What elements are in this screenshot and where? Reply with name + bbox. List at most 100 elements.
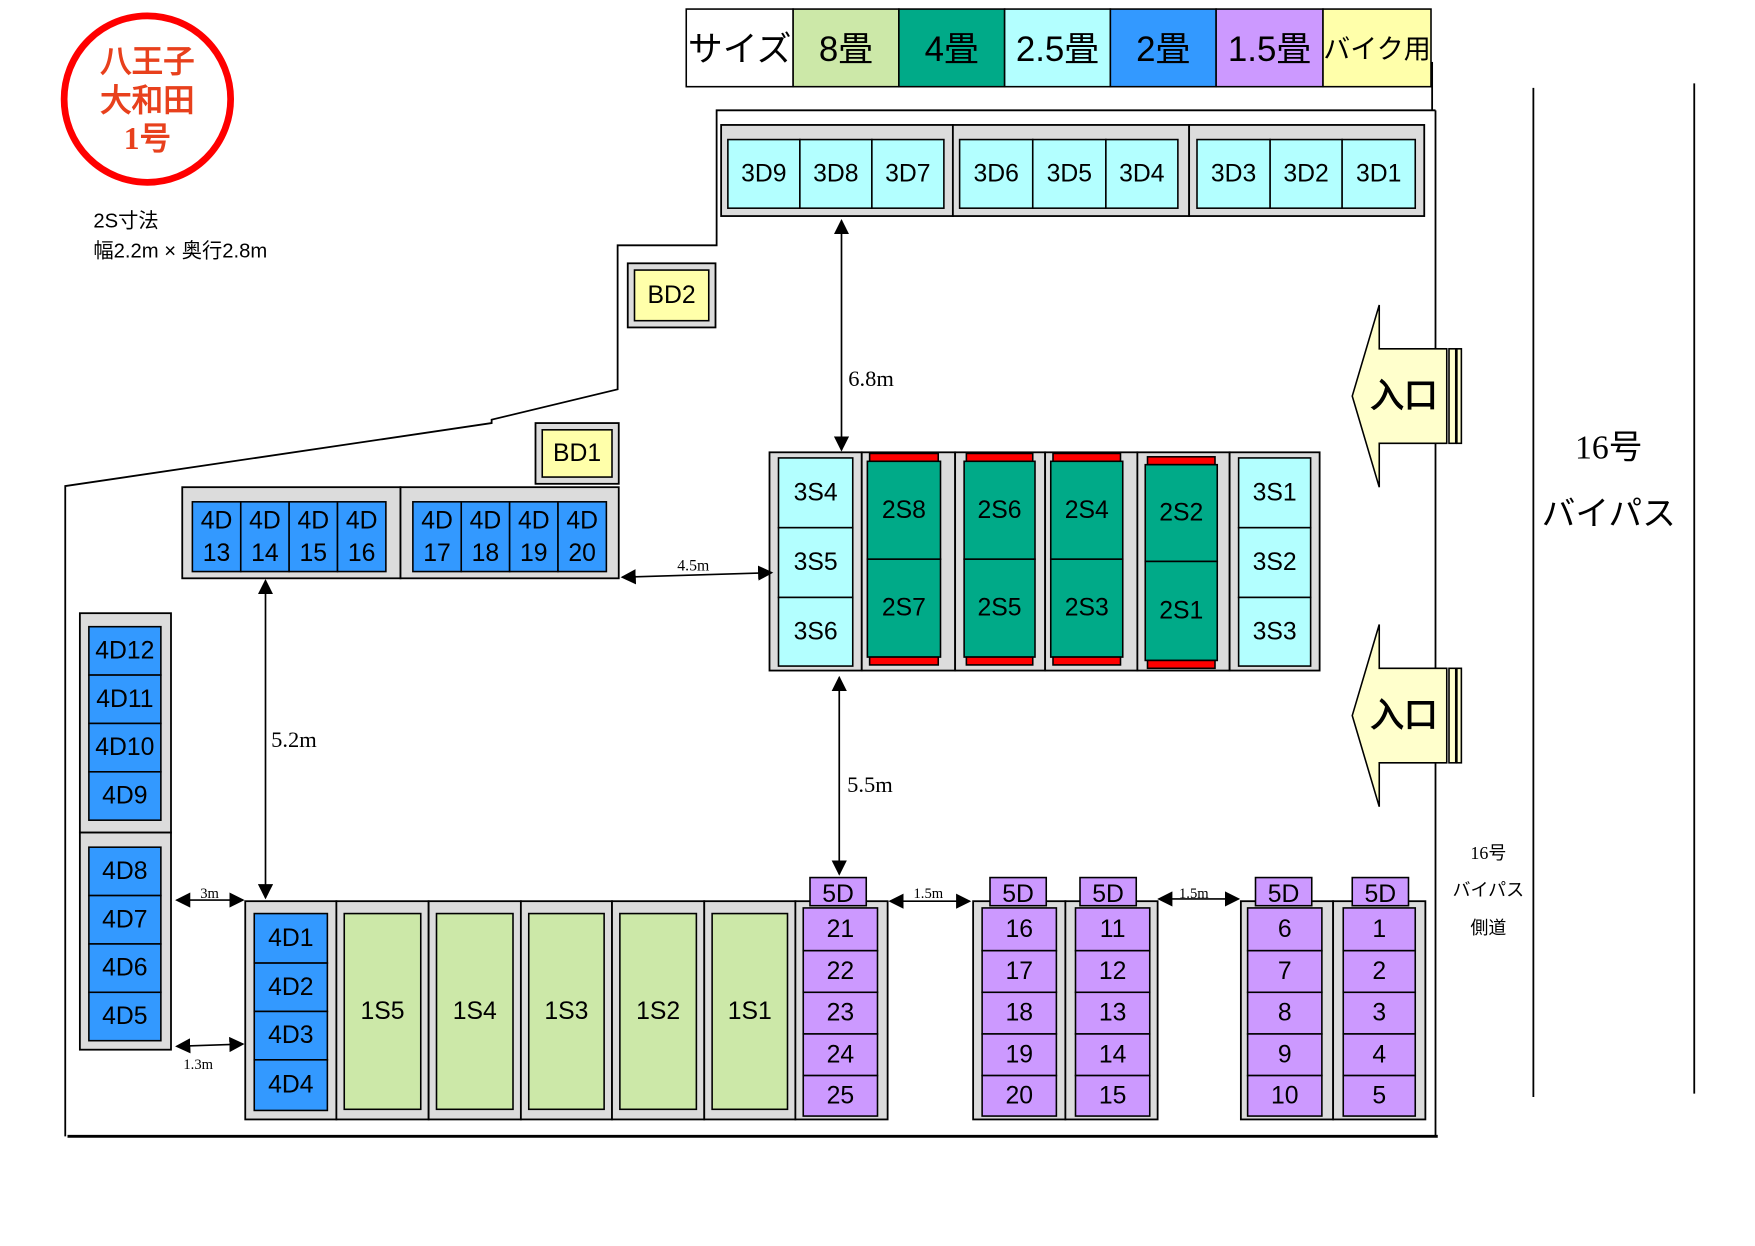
unit-2s7[interactable]: 2S7 (866, 558, 942, 658)
unit-5d-8[interactable]: 8 (1246, 991, 1323, 1035)
side-road-line-1: 16号 (1470, 843, 1506, 863)
unit-3s2[interactable]: 3S2 (1237, 526, 1312, 599)
unit-5d-18[interactable]: 18 (981, 991, 1058, 1035)
unit-4d4[interactable]: 4D4 (253, 1059, 329, 1112)
unit-2s2-label: 2S2 (1159, 500, 1203, 527)
unit-3d7[interactable]: 3D7 (871, 138, 945, 209)
unit-5d-25[interactable]: 25 (802, 1074, 879, 1117)
unit-5d-19[interactable]: 19 (981, 1033, 1058, 1077)
unit-5d-6-box (1246, 907, 1323, 952)
unit-2s8[interactable]: 2S8 (866, 460, 942, 560)
col-5d-header-box (989, 876, 1048, 907)
legend-swatch (1322, 8, 1432, 88)
unit-box (557, 501, 608, 573)
unit-3d8-box (799, 138, 873, 209)
unit-3d3[interactable]: 3D3 (1196, 138, 1271, 209)
unit-5d-23[interactable]: 23 (802, 991, 879, 1035)
unit-3d4-box (1105, 138, 1179, 209)
dimension-note-size: 幅2.2m × 奥行2.8m (93, 240, 267, 263)
unit-5d-21[interactable]: 21 (802, 907, 879, 952)
unit-3s4[interactable]: 3S4 (777, 457, 854, 529)
unit-4d12[interactable]: 4D12 (88, 625, 162, 676)
unit-5d-7[interactable]: 7 (1246, 949, 1323, 994)
door-top-2 (1052, 452, 1122, 463)
unit-5d-3[interactable]: 3 (1342, 991, 1417, 1035)
unit-5d-15[interactable]: 15 (1074, 1074, 1151, 1117)
unit-2s2[interactable]: 2S2 (1144, 463, 1219, 563)
unit-5d-17[interactable]: 17 (981, 949, 1058, 994)
unit-4d9[interactable]: 4D9 (88, 771, 162, 821)
unit-4d6[interactable]: 4D6 (88, 943, 162, 994)
col-5d-header-box (1079, 876, 1138, 907)
unit-5d-16[interactable]: 16 (981, 907, 1058, 952)
unit-3d9-label: 3D9 (741, 160, 786, 187)
unit-1s1[interactable]: 1S1 (711, 912, 789, 1111)
unit-5d-1[interactable]: 1 (1342, 907, 1417, 952)
unit-5d-10[interactable]: 10 (1246, 1074, 1323, 1117)
unit-1s3[interactable]: 1S3 (527, 912, 605, 1111)
unit-3s6[interactable]: 3S6 (777, 596, 854, 667)
unit-bd1[interactable]: BD1 (541, 429, 613, 478)
unit-1s2[interactable]: 1S2 (619, 912, 698, 1111)
unit-4d8[interactable]: 4D8 (88, 846, 162, 897)
unit-3d6[interactable]: 3D6 (958, 138, 1034, 209)
unit-bd2[interactable]: BD2 (633, 269, 710, 322)
unit-4d7[interactable]: 4D7 (88, 894, 162, 945)
unit-1s4[interactable]: 1S4 (435, 912, 514, 1111)
unit-3d2[interactable]: 3D2 (1269, 138, 1343, 209)
unit-4d10[interactable]: 4D10 (88, 722, 162, 773)
unit-2s1-label: 2S1 (1159, 597, 1203, 624)
entrance-0: 入口 (1351, 304, 1463, 488)
unit-5d-6[interactable]: 6 (1246, 907, 1323, 952)
unit-1s1-label: 1S1 (728, 998, 772, 1025)
unit-5d-4[interactable]: 4 (1342, 1033, 1417, 1077)
unit-4d9-label: 4D9 (102, 783, 147, 810)
unit-3d1[interactable]: 3D1 (1341, 138, 1417, 209)
unit-4d12-label: 4D12 (95, 637, 154, 664)
unit-2s3[interactable]: 2S3 (1049, 558, 1124, 658)
unit-4d5[interactable]: 4D5 (88, 991, 162, 1042)
unit-5d-24[interactable]: 24 (802, 1033, 879, 1077)
unit-3d5[interactable]: 3D5 (1031, 138, 1107, 209)
unit-2s4[interactable]: 2S4 (1049, 460, 1124, 560)
dim-label-1-3m: 1.3m (183, 1057, 213, 1073)
unit-3d8[interactable]: 3D8 (799, 138, 873, 209)
unit-5d-14[interactable]: 14 (1074, 1033, 1151, 1077)
unit-5d-13[interactable]: 13 (1074, 991, 1151, 1035)
unit-4d1[interactable]: 4D1 (253, 912, 329, 964)
unit-5d-9[interactable]: 9 (1246, 1033, 1323, 1077)
unit-4d3[interactable]: 4D3 (253, 1010, 329, 1061)
unit-2s7-box (866, 558, 942, 658)
unit-5d-25-box (802, 1074, 879, 1117)
unit-4d2[interactable]: 4D2 (253, 962, 329, 1013)
unit-5d-20[interactable]: 20 (981, 1074, 1058, 1117)
unit-5d-15-box (1074, 1074, 1151, 1117)
unit-3s1[interactable]: 3S1 (1237, 457, 1312, 529)
unit-5d-7-box (1246, 949, 1323, 994)
unit-3d4[interactable]: 3D4 (1105, 138, 1179, 209)
unit-5d-12[interactable]: 12 (1074, 949, 1151, 994)
unit-5d-22[interactable]: 22 (802, 949, 879, 994)
unit-4d11[interactable]: 4D11 (88, 674, 162, 725)
unit-5d-11[interactable]: 11 (1074, 907, 1151, 952)
unit-1s5[interactable]: 1S5 (343, 912, 422, 1111)
unit-2s6[interactable]: 2S6 (963, 460, 1036, 560)
unit-3s3[interactable]: 3S3 (1237, 596, 1312, 667)
unit-2s5[interactable]: 2S5 (963, 558, 1036, 658)
unit-3s5[interactable]: 3S5 (777, 526, 854, 599)
unit-2s1[interactable]: 2S1 (1144, 560, 1219, 662)
col-5d-header: 5D (1351, 876, 1410, 908)
unit-5d-2[interactable]: 2 (1342, 949, 1417, 994)
col-5d-header: 5D (1079, 876, 1138, 908)
unit-5d-5[interactable]: 5 (1342, 1074, 1417, 1117)
unit-3d9[interactable]: 3D9 (727, 138, 801, 209)
